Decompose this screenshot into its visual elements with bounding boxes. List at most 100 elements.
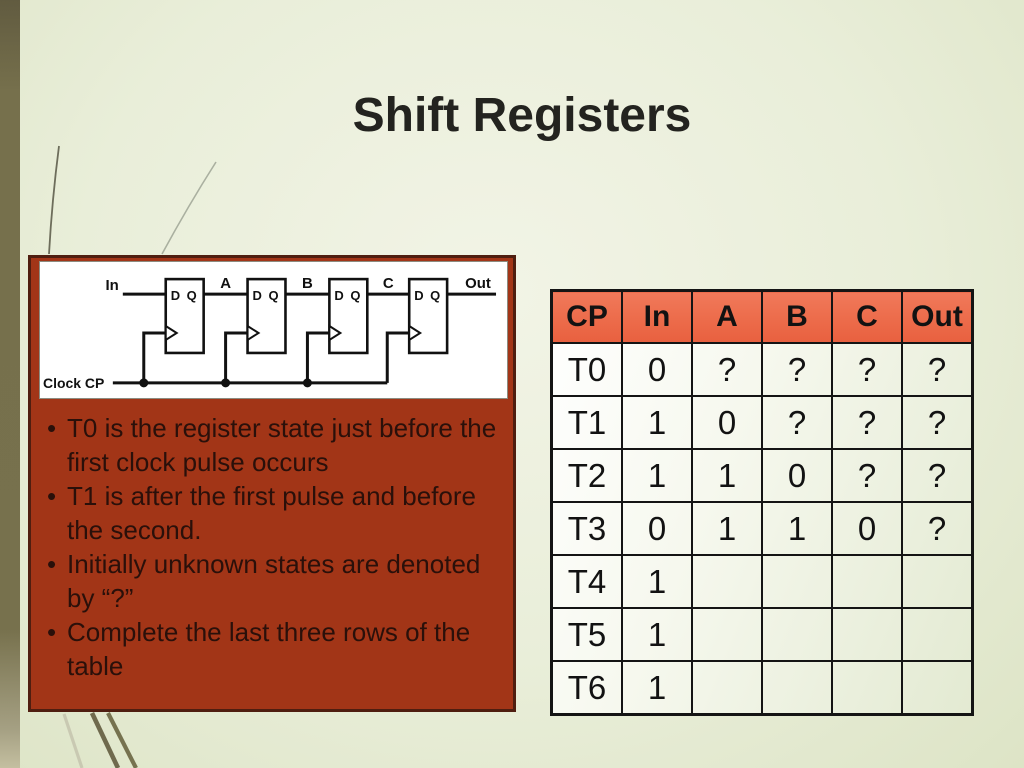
- table-cell: 0: [621, 501, 693, 556]
- junction-dot-icon: [139, 378, 149, 388]
- table-cell: T1: [550, 395, 623, 450]
- clock-triangle-icon: [164, 324, 179, 342]
- table-cell: ?: [691, 342, 763, 397]
- table-row: T2 1 1 0 ? ?: [550, 448, 974, 503]
- label-b: B: [302, 275, 313, 292]
- table-cell: [691, 554, 763, 609]
- clock-riser-2: [224, 331, 248, 383]
- svg-text:Q: Q: [269, 288, 279, 303]
- flourish-line-icon: [106, 712, 138, 768]
- table-cell: [901, 660, 974, 716]
- svg-text:Q: Q: [350, 288, 360, 303]
- table-cell: [831, 660, 903, 716]
- label-c: C: [383, 275, 394, 292]
- notes-panel: D Q D Q D Q: [28, 255, 516, 712]
- table-cell: T0: [550, 342, 623, 397]
- flipflop-1: D Q: [164, 277, 205, 355]
- table-cell: ?: [901, 342, 974, 397]
- table-row: T5 1: [550, 607, 974, 662]
- table-header-cell: B: [761, 289, 833, 344]
- table-cell: [901, 607, 974, 662]
- state-table: CP In A B C Out T0 0 ? ? ? ? T1 1 0 ?: [550, 289, 974, 716]
- table-cell: [831, 554, 903, 609]
- table-cell: 1: [621, 607, 693, 662]
- svg-text:Q: Q: [187, 288, 197, 303]
- junction-dot-icon: [302, 378, 312, 388]
- list-item: • T0 is the register state just before t…: [47, 411, 503, 479]
- svg-text:D: D: [253, 288, 262, 303]
- table-cell: 0: [831, 501, 903, 556]
- bullet-text: T0 is the register state just before the…: [67, 413, 497, 477]
- table-row: T0 0 ? ? ? ?: [550, 342, 974, 397]
- table-cell: ?: [761, 342, 833, 397]
- flipflop-4: D Q: [407, 277, 449, 355]
- table-cell: ?: [901, 448, 974, 503]
- flourish-line-icon: [161, 161, 217, 255]
- bullet-list: • T0 is the register state just before t…: [47, 411, 503, 683]
- bullet-icon: •: [47, 549, 57, 579]
- label-in: In: [106, 277, 119, 294]
- table-cell: ?: [831, 342, 903, 397]
- table-cell: [901, 554, 974, 609]
- table-cell: ?: [901, 395, 974, 450]
- bullet-text: T1 is after the first pulse and before t…: [67, 481, 476, 545]
- table-header-cell: In: [621, 289, 693, 344]
- table-cell: [691, 607, 763, 662]
- table-header-cell: Out: [901, 289, 974, 344]
- table-header-row: CP In A B C Out: [550, 289, 974, 344]
- table-cell: ?: [761, 395, 833, 450]
- svg-text:D: D: [171, 288, 180, 303]
- junction-dot-icon: [221, 378, 231, 388]
- circuit-diagram: D Q D Q D Q: [40, 262, 507, 398]
- table-cell: 0: [621, 342, 693, 397]
- table-cell: 1: [621, 660, 693, 716]
- table-cell: ?: [831, 448, 903, 503]
- table-cell: T6: [550, 660, 623, 716]
- table-cell: 1: [761, 501, 833, 556]
- table-cell: ?: [831, 395, 903, 450]
- bullet-text: Initially unknown states are denoted by …: [67, 549, 481, 613]
- clock-triangle-icon: [408, 324, 423, 342]
- clock-triangle-icon: [328, 324, 343, 342]
- slide-title: Shift Registers: [352, 89, 692, 142]
- list-item: • T1 is after the first pulse and before…: [47, 479, 503, 547]
- flipflop-3: D Q: [328, 277, 369, 355]
- state-table-head: CP In A B C Out: [550, 289, 974, 344]
- table-cell: 1: [621, 395, 693, 450]
- table-cell: ?: [901, 501, 974, 556]
- clock-triangle-icon: [246, 324, 261, 342]
- table-cell: T5: [550, 607, 623, 662]
- left-edge-strip: [0, 0, 20, 768]
- table-cell: [761, 660, 833, 716]
- table-cell: 1: [691, 501, 763, 556]
- table-cell: [761, 554, 833, 609]
- table-cell: T4: [550, 554, 623, 609]
- table-cell: 1: [691, 448, 763, 503]
- table-cell: [691, 660, 763, 716]
- clock-riser-3: [305, 331, 330, 383]
- table-row: T3 0 1 1 0 ?: [550, 501, 974, 556]
- svg-text:D: D: [334, 288, 343, 303]
- table-cell: 1: [621, 554, 693, 609]
- bullet-icon: •: [47, 481, 57, 511]
- list-item: • Initially unknown states are denoted b…: [47, 547, 503, 615]
- label-a: A: [220, 275, 231, 292]
- bullet-text: Complete the last three rows of the tabl…: [67, 617, 471, 681]
- table-cell: [761, 607, 833, 662]
- svg-text:D: D: [414, 288, 423, 303]
- table-row: T1 1 0 ? ? ?: [550, 395, 974, 450]
- label-clock-cp: Clock CP: [43, 375, 104, 391]
- table-row: T6 1: [550, 660, 974, 716]
- flourish-line-icon: [89, 712, 121, 768]
- label-out: Out: [465, 275, 491, 292]
- table-cell: 1: [621, 448, 693, 503]
- table-row: T4 1: [550, 554, 974, 609]
- flourish-line-icon: [62, 713, 84, 768]
- clock-riser-4: [385, 331, 410, 383]
- bullet-icon: •: [47, 413, 57, 443]
- table-header-cell: A: [691, 289, 763, 344]
- table-cell: 0: [691, 395, 763, 450]
- table-header-cell: C: [831, 289, 903, 344]
- list-item: • Complete the last three rows of the ta…: [47, 615, 503, 683]
